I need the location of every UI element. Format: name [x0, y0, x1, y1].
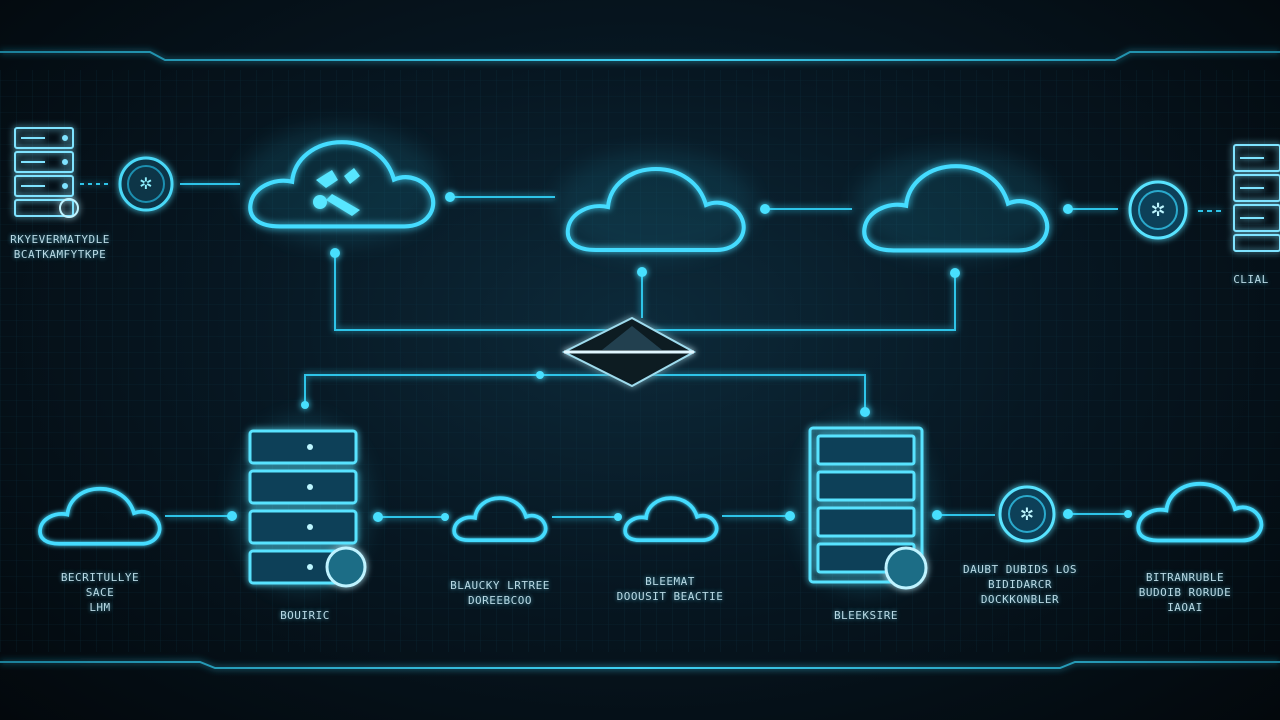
server-rack-icon	[1233, 144, 1280, 252]
cloud-bottom-2-label: BLAUCKY LRTREE DOREEBCOO	[450, 579, 550, 607]
gear-bottom-right-label: DAUBT DUBIDS LOS BIDIDARCR DOCKKONBLER	[963, 563, 1077, 606]
svg-text:✲: ✲	[1150, 200, 1165, 221]
server-top-left-label: RKYEVERMATYDLE BCATKAMFYTKPE	[10, 233, 110, 261]
gear-icon: ✲	[998, 485, 1056, 543]
cloud-bottom-3-label: BLEEMAT DOOUSIT BEACTIE	[616, 575, 724, 603]
server-bottom-2-label: BLEEKSIRE	[833, 609, 899, 622]
frame	[0, 51, 1280, 669]
gear-icon: ✲	[1128, 180, 1188, 240]
server-rack-icon	[14, 127, 79, 218]
svg-text:✲: ✲	[1020, 505, 1034, 525]
diamond-hub-icon	[561, 316, 697, 388]
cloud-bottom-1-label: BECRITULLYE SACE LHM	[60, 571, 140, 614]
cloud-bottom-4-label: BITRANRUBLE BUDOIB RORUDE IAOAI	[1138, 571, 1232, 614]
server-rack-icon	[808, 426, 928, 590]
server-rack-icon	[248, 429, 367, 588]
connector-dots	[227, 192, 1132, 522]
server-bottom-1-label: BOUIRIC	[280, 609, 330, 622]
svg-text:✲: ✲	[139, 174, 152, 193]
server-top-right-label: CLIAL	[1233, 273, 1269, 286]
tools-icon	[313, 168, 360, 216]
gear-icon: ✲	[118, 156, 174, 212]
